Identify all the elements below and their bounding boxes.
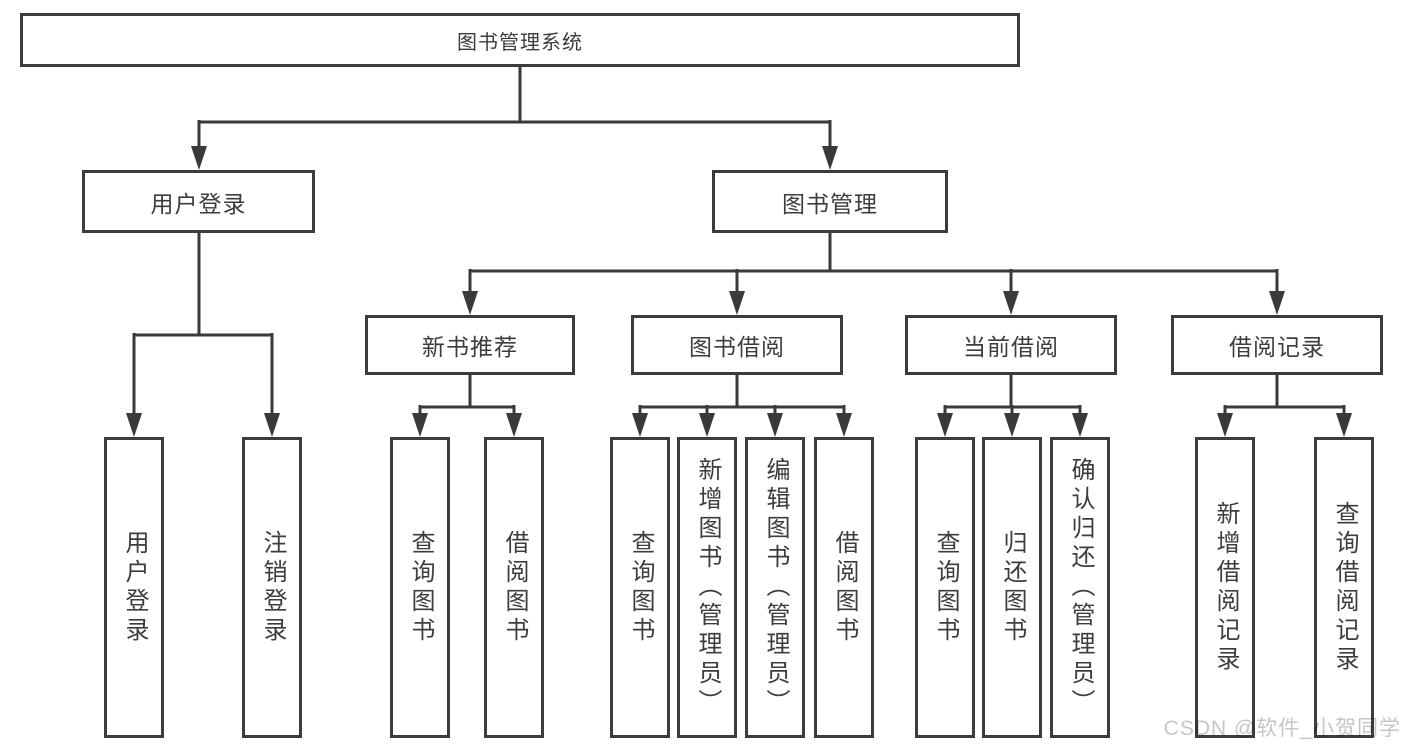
- node-label: 确认归还（管理员）: [1067, 457, 1094, 718]
- node-book-management: 图书管理: [712, 170, 948, 233]
- arrowheads: [126, 146, 1352, 437]
- node-label: 图书管理: [782, 190, 878, 217]
- leaf-query-books-borrow: 查询图书: [610, 437, 670, 738]
- node-user-login: 用户登录: [82, 170, 315, 233]
- node-label: 查询图书: [932, 529, 959, 646]
- node-label: 注销登录: [259, 529, 286, 646]
- leaf-add-borrow-record: 新增借阅记录: [1195, 437, 1255, 738]
- leaf-query-books-recommend: 查询图书: [390, 437, 450, 738]
- node-label: 新书推荐: [422, 334, 518, 360]
- node-new-book-recommend: 新书推荐: [365, 315, 575, 375]
- leaf-borrow-books-recommend: 借阅图书: [484, 437, 544, 738]
- leaf-query-borrow-record: 查询借阅记录: [1314, 437, 1374, 738]
- leaf-logout: 注销登录: [242, 437, 302, 738]
- node-label: 查询借阅记录: [1331, 500, 1358, 675]
- leaf-query-books-current: 查询图书: [915, 437, 975, 738]
- node-label: 借阅图书: [831, 529, 858, 646]
- leaf-return-books: 归还图书: [982, 437, 1042, 738]
- node-library-management-system: 图书管理系统: [20, 13, 1020, 67]
- node-current-borrow: 当前借阅: [905, 315, 1117, 375]
- node-label: 查询图书: [407, 529, 434, 646]
- leaf-edit-book-admin: 编辑图书（管理员）: [745, 437, 805, 738]
- csdn-watermark: CSDN @软件_小贺同学: [1163, 717, 1401, 740]
- node-label: 借阅记录: [1229, 334, 1325, 360]
- node-label: 用户登录: [121, 529, 148, 646]
- node-book-borrow: 图书借阅: [631, 315, 843, 375]
- leaf-user-login: 用户登录: [104, 437, 164, 738]
- leaf-confirm-return-admin: 确认归还（管理员）: [1050, 437, 1110, 738]
- leaf-add-book-admin: 新增图书（管理员）: [677, 437, 737, 738]
- node-label: 编辑图书（管理员）: [762, 457, 789, 718]
- node-borrow-records: 借阅记录: [1171, 315, 1383, 375]
- node-label: 当前借阅: [963, 334, 1059, 360]
- node-label: 图书管理系统: [457, 31, 583, 54]
- node-label: 新增借阅记录: [1212, 500, 1239, 675]
- node-label: 图书借阅: [689, 334, 785, 360]
- node-label: 借阅图书: [501, 529, 528, 646]
- node-label: 新增图书（管理员）: [694, 457, 721, 718]
- node-label: 用户登录: [150, 190, 247, 217]
- leaf-borrow-books: 借阅图书: [814, 437, 874, 738]
- node-label: 归还图书: [999, 529, 1026, 646]
- node-label: 查询图书: [627, 529, 654, 646]
